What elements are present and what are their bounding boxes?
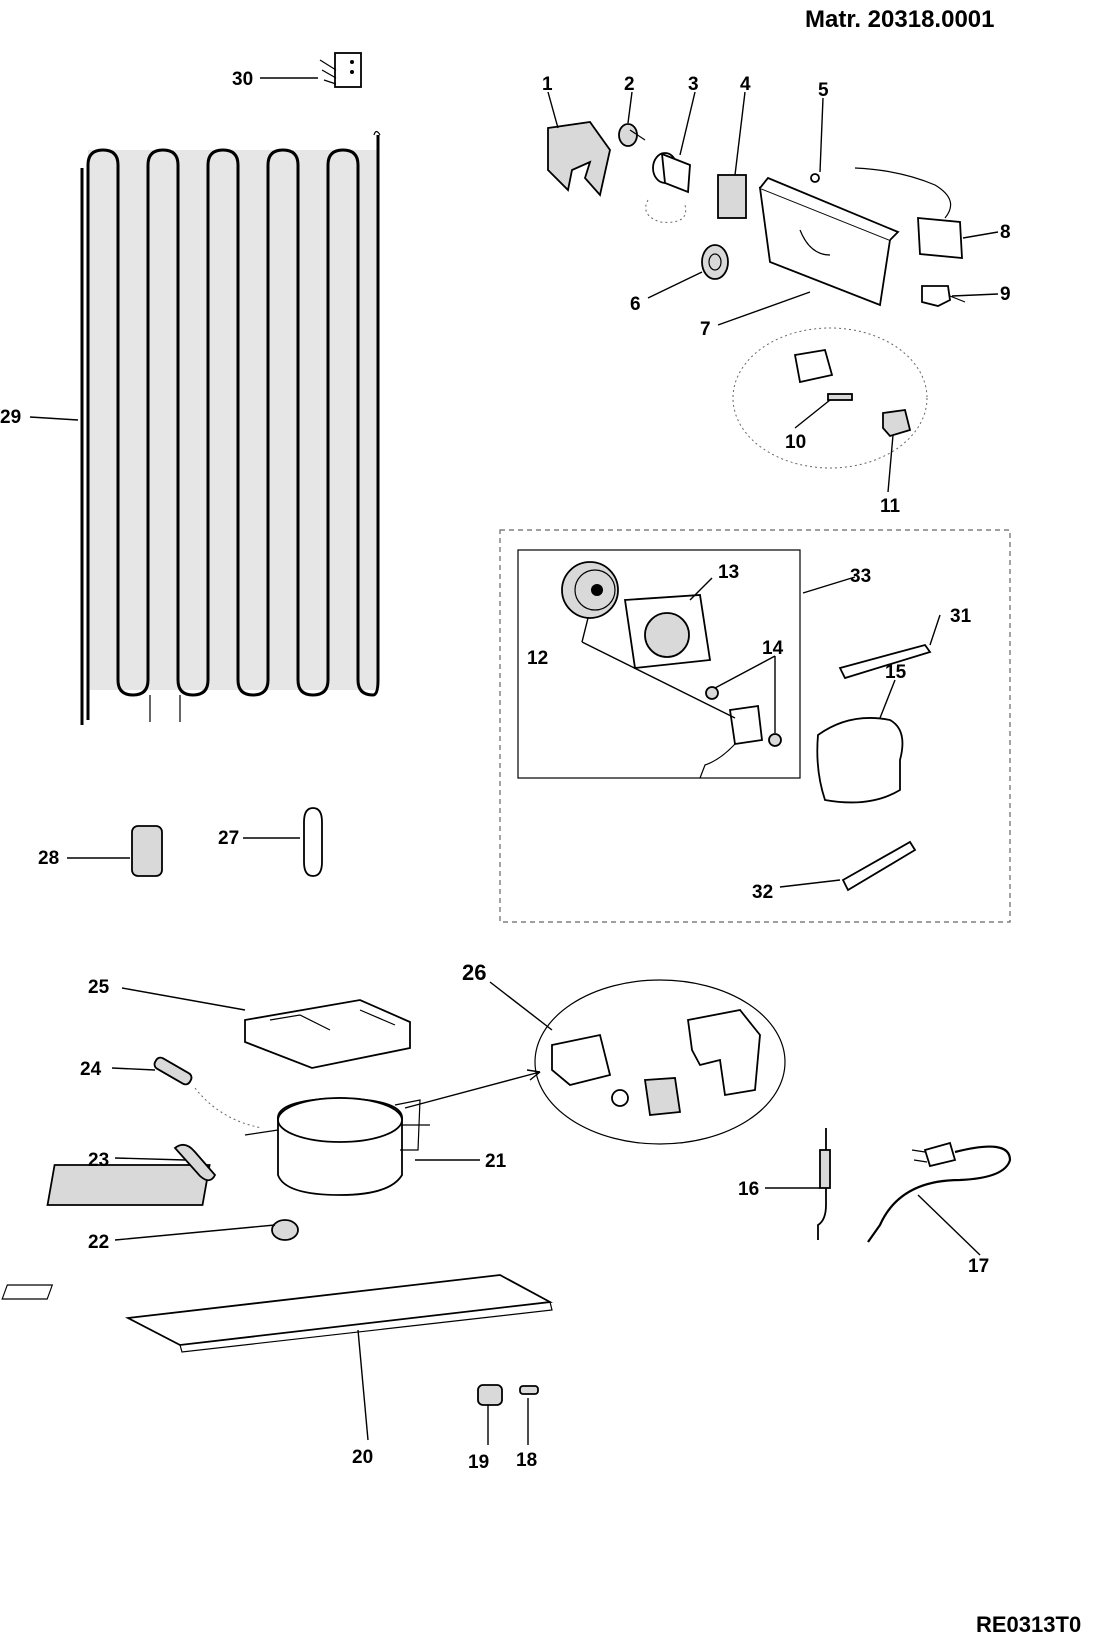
fan-kit-group <box>499 529 1011 923</box>
callout-19: 19 <box>468 1452 489 1473</box>
process-tube-plug <box>153 1056 263 1129</box>
rubber-grommet <box>271 1219 299 1241</box>
callout-33: 33 <box>850 566 871 587</box>
callout-20: 20 <box>352 1447 373 1468</box>
callout-21: 21 <box>485 1151 507 1172</box>
callout-32: 32 <box>752 882 773 903</box>
callout-22: 22 <box>88 1232 109 1253</box>
callout-30: 30 <box>232 69 253 90</box>
compressor-top-cover <box>244 999 411 1069</box>
lamp-cover <box>547 121 611 197</box>
callout-labels: 1 2 3 4 5 6 7 8 9 10 11 12 13 14 15 16 1… <box>0 69 1011 1473</box>
filter-drier <box>303 807 323 877</box>
callout-26: 26 <box>462 960 486 985</box>
rubber-foot <box>477 1384 503 1406</box>
callout-12: 12 <box>527 648 548 669</box>
power-cord <box>867 1141 1012 1243</box>
callout-31: 31 <box>950 606 972 627</box>
material-number: Matr. 20318.0001 <box>805 6 995 33</box>
callout-9: 9 <box>1000 284 1011 305</box>
lamp-bulb <box>618 123 646 147</box>
callout-24: 24 <box>80 1059 102 1080</box>
callout-1: 1 <box>542 74 553 95</box>
callout-4: 4 <box>740 74 751 95</box>
leader-lines <box>29 77 999 1445</box>
callout-14: 14 <box>762 638 784 659</box>
switch-unit <box>921 285 966 307</box>
drawing-code: RE0313T0 <box>976 1612 1082 1637</box>
base-plate <box>1 1274 553 1353</box>
callout-16: 16 <box>738 1179 759 1200</box>
callout-23: 23 <box>88 1150 109 1171</box>
thermostat <box>854 167 963 259</box>
callout-13: 13 <box>718 562 739 583</box>
condenser-coil <box>80 130 381 725</box>
mounting-clip <box>173 1143 217 1182</box>
callout-29: 29 <box>0 407 21 428</box>
callout-2: 2 <box>624 74 635 95</box>
capacitor-sleeve <box>131 825 163 877</box>
bracket-clip <box>319 52 362 88</box>
thermostat-sensor-wire <box>817 1128 831 1240</box>
switch-detail-group <box>732 327 928 469</box>
callout-28: 28 <box>38 848 59 869</box>
callout-17: 17 <box>968 1256 989 1277</box>
callout-18: 18 <box>516 1450 537 1471</box>
callout-6: 6 <box>630 294 641 315</box>
relay-kit-group <box>534 979 786 1145</box>
compressor <box>46 1097 430 1206</box>
callout-5: 5 <box>818 80 829 101</box>
callout-27: 27 <box>218 828 239 849</box>
label-plate <box>717 174 747 219</box>
thermostat-knob <box>701 244 729 280</box>
callout-8: 8 <box>1000 222 1011 243</box>
thermostat-housing <box>758 176 900 307</box>
callout-11: 11 <box>880 496 901 517</box>
callout-7: 7 <box>700 319 711 340</box>
foot-pin <box>519 1385 539 1395</box>
callout-10: 10 <box>785 432 806 453</box>
lamp-holder <box>645 152 691 223</box>
callout-15: 15 <box>885 662 907 683</box>
callout-3: 3 <box>688 74 699 95</box>
callout-25: 25 <box>88 977 110 998</box>
